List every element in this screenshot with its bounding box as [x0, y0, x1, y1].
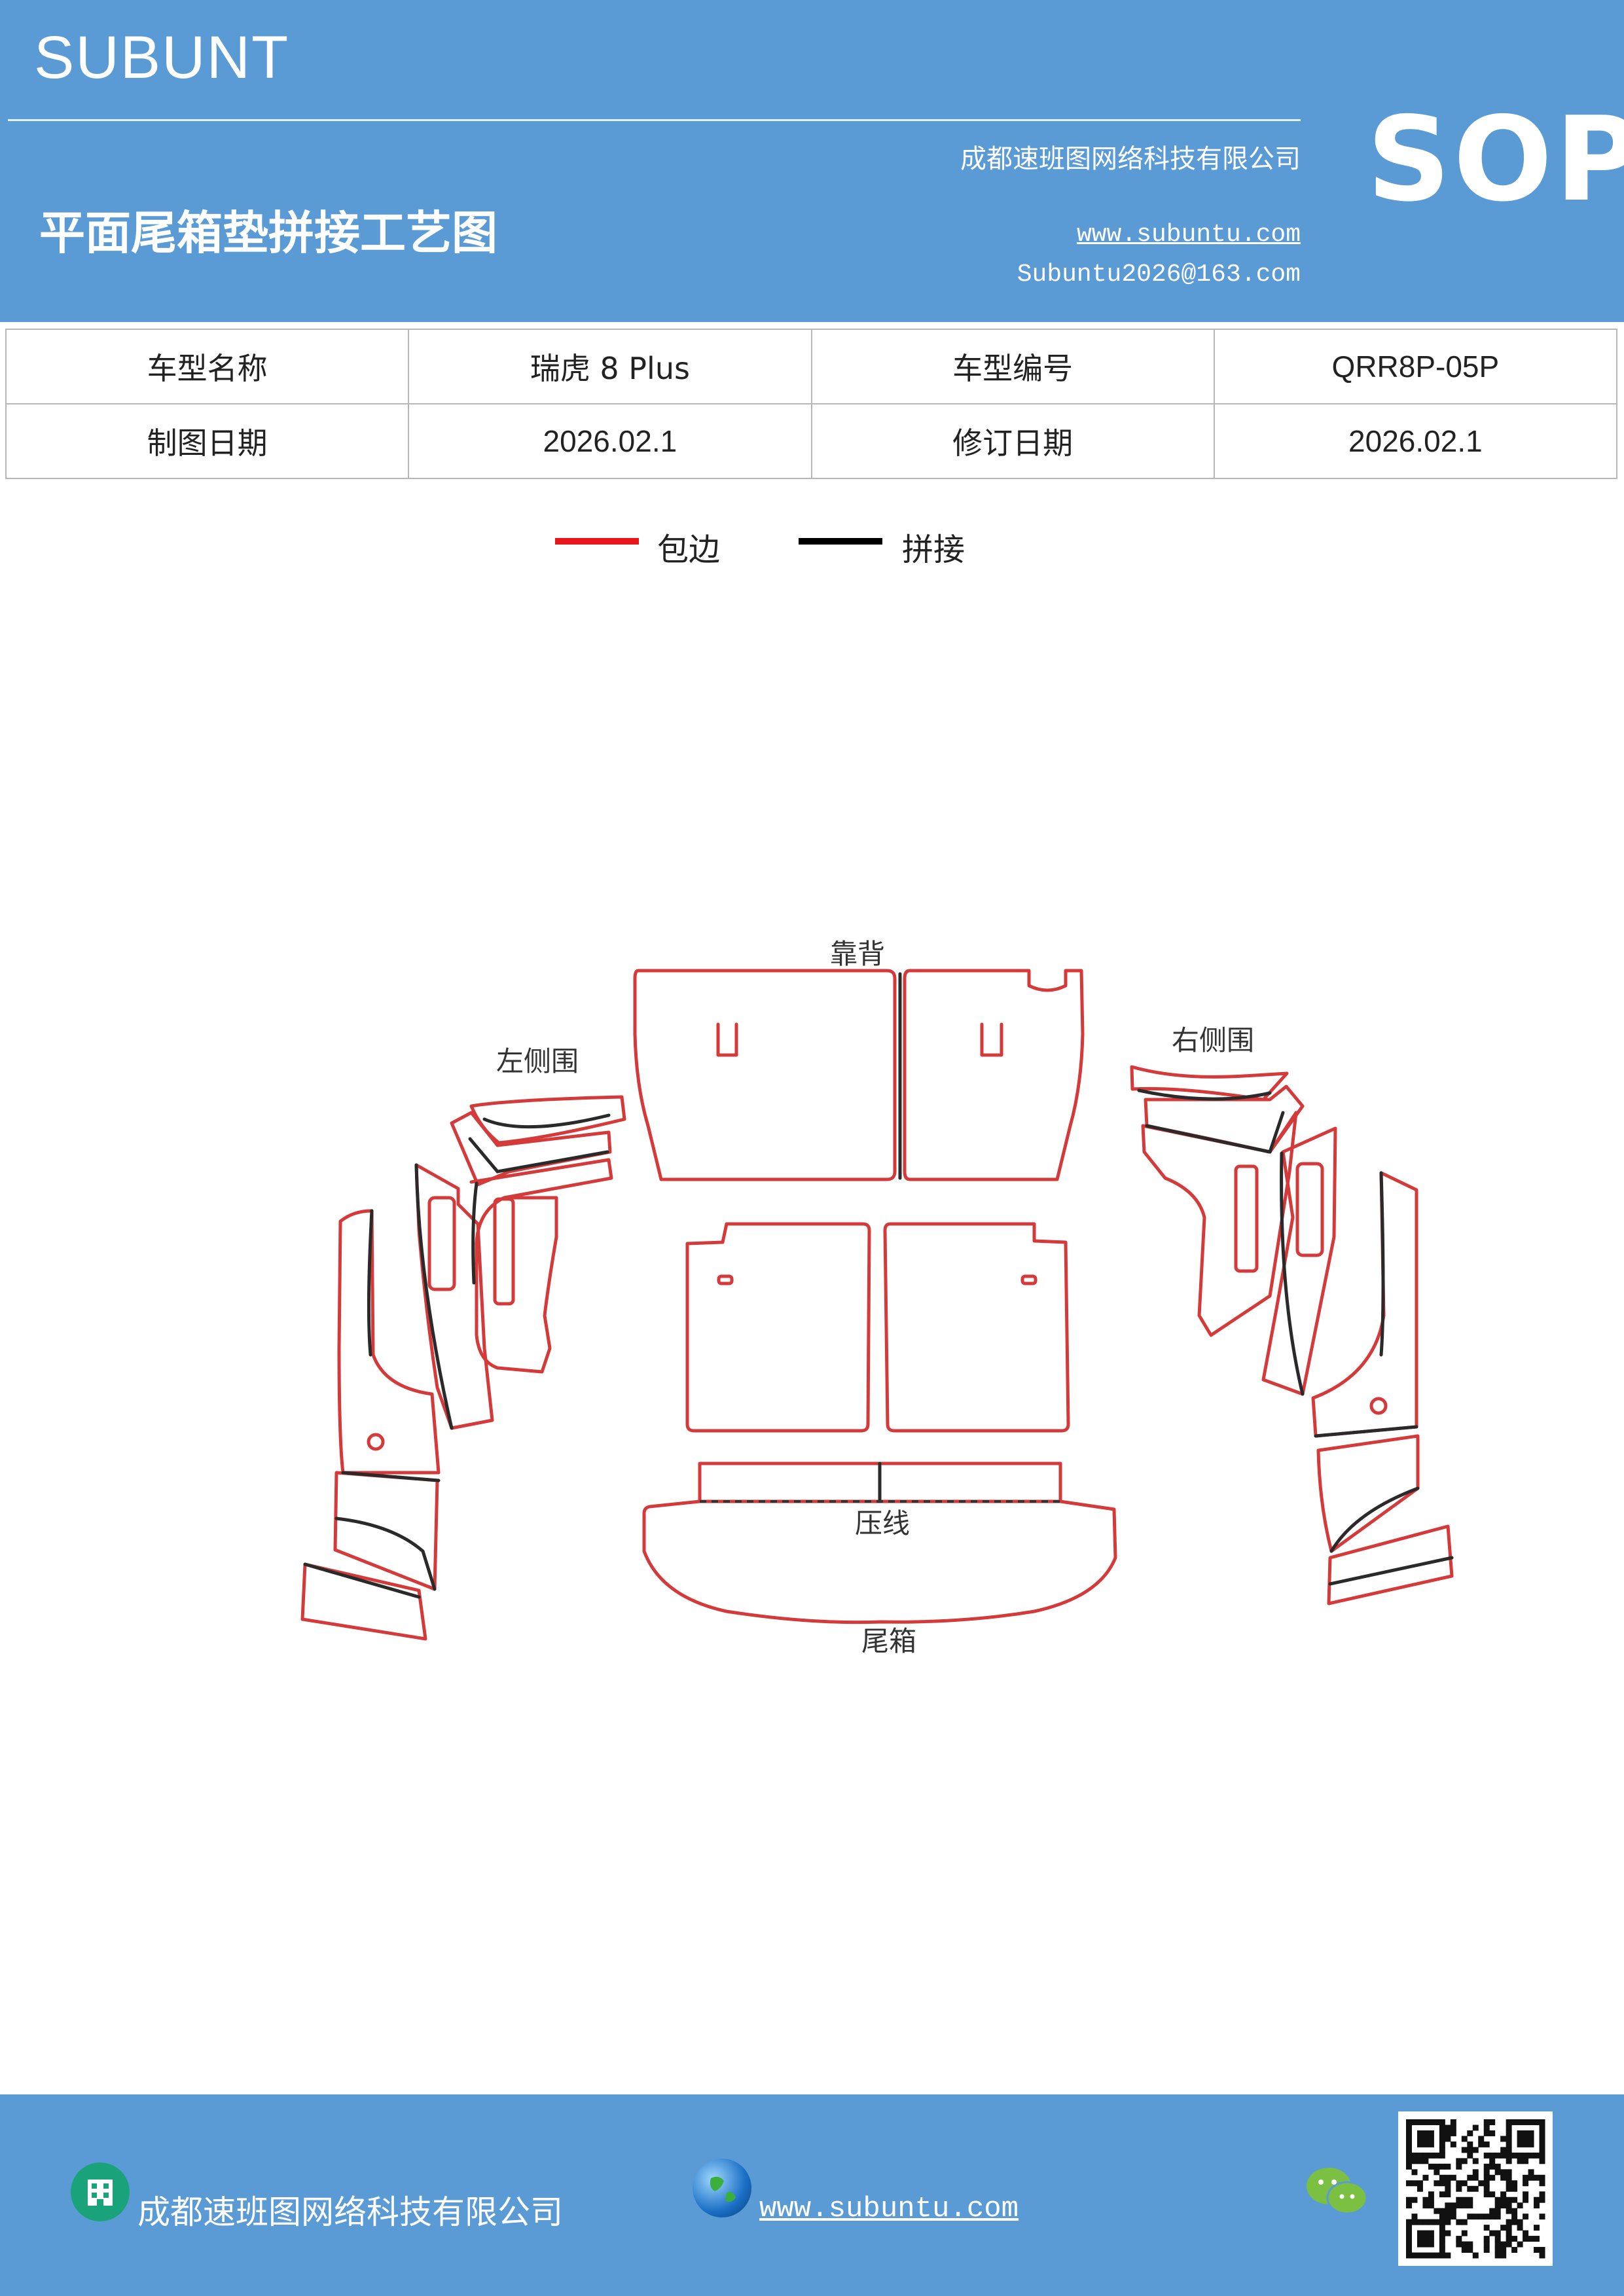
label-backrest: 靠背	[830, 938, 885, 970]
globe-icon	[693, 2159, 751, 2217]
seam-right-e	[1328, 1556, 1454, 1586]
table-cell: 车型编号	[810, 329, 1215, 404]
label-right-side: 右侧围	[1172, 1024, 1254, 1056]
building-icon	[71, 2162, 130, 2221]
crease-strip-right	[878, 1462, 1062, 1503]
info-table: 车型名称 瑞虎 8 Plus 车型编号 QRR8P-05P 制图日期 2026.…	[5, 329, 1618, 479]
left-side-slot-a	[427, 1196, 456, 1291]
legend-edge-swatch	[555, 538, 639, 545]
header-company: 成都速班图网络科技有限公司	[960, 144, 1301, 174]
left-side-hole	[367, 1433, 385, 1451]
right-side-hole	[1369, 1397, 1388, 1415]
seam-left-c	[367, 1209, 374, 1357]
footer-company: 成都速班图网络科技有限公司	[137, 2193, 563, 2231]
seam-right-mid	[1145, 1124, 1272, 1154]
wechat-icon[interactable]	[1304, 2162, 1369, 2219]
left-side-panel-a	[469, 1158, 613, 1374]
label-trunk: 尾箱	[861, 1625, 916, 1657]
table-cell: 2026.02.1	[408, 403, 812, 479]
crease-strip-left	[698, 1462, 882, 1503]
seam-right-d1	[1314, 1425, 1418, 1438]
seam-left-b	[414, 1163, 454, 1430]
seam-right-d2	[1329, 1486, 1420, 1553]
right-side-slot-a	[1234, 1164, 1259, 1273]
header-email: Subuntu2026@163.com	[1017, 260, 1301, 289]
right-side-panel-a	[1141, 1111, 1298, 1337]
seam-left-a	[471, 1181, 478, 1285]
backrest-right-notch	[980, 1022, 1003, 1057]
floor-right-slot	[1020, 1274, 1038, 1285]
table-cell: 2026.02.1	[1213, 403, 1618, 479]
legend-edge-label: 包边	[657, 531, 721, 568]
seam-right-c	[1379, 1171, 1385, 1357]
seam-right-a	[1268, 1111, 1285, 1154]
table-cell: 瑞虎 8 Plus	[408, 329, 812, 404]
right-side-slot-b	[1295, 1162, 1324, 1257]
seam-left-e	[303, 1562, 421, 1599]
qr-code	[1398, 2111, 1553, 2266]
footer-banner: 成都速班图网络科技有限公司 www.subuntu.com	[0, 2094, 1624, 2296]
left-side-panel-e	[300, 1562, 427, 1641]
label-left-side: 左侧围	[496, 1045, 579, 1077]
seam-right-b	[1280, 1151, 1305, 1396]
legend: 包边 拼接	[555, 524, 1000, 569]
floor-right-panel	[883, 1222, 1070, 1433]
seam-left-top	[482, 1113, 611, 1129]
trunk-floor-panel	[642, 1499, 1117, 1624]
right-side-panel-e	[1327, 1524, 1454, 1605]
legend-seam-swatch	[799, 538, 882, 545]
left-side-top-piece	[469, 1095, 626, 1145]
header-divider	[8, 119, 1301, 121]
header-banner: SUBUNT 成都速班图网络科技有限公司 平面尾箱垫拼接工艺图 www.subu…	[0, 0, 1624, 322]
sop-badge: SOP	[1367, 92, 1624, 227]
seam-right-top	[1137, 1088, 1272, 1101]
header-website-link[interactable]: www.subuntu.com	[1076, 221, 1301, 249]
legend-seam-label: 拼接	[902, 531, 965, 568]
right-side-panel-c	[1311, 1171, 1418, 1438]
seam-left-d1	[341, 1471, 441, 1482]
brand-name: SUBUNT	[34, 24, 290, 91]
table-cell: 车型名称	[5, 329, 410, 404]
floor-left-slot	[717, 1274, 734, 1285]
backrest-left-panel	[633, 969, 897, 1181]
backrest-left-notch	[716, 1022, 738, 1057]
table-row: 制图日期 2026.02.1 修订日期 2026.02.1	[5, 403, 1618, 479]
seam-left-mid	[468, 1137, 609, 1174]
backrest-right-panel	[903, 969, 1085, 1181]
table-row: 车型名称 瑞虎 8 Plus 车型编号 QRR8P-05P	[5, 329, 1618, 404]
table-cell: 制图日期	[5, 403, 410, 479]
page-title: 平面尾箱垫拼接工艺图	[39, 206, 497, 260]
table-cell: QRR8P-05P	[1213, 329, 1618, 404]
left-side-slot-b	[493, 1197, 515, 1306]
left-side-mid-piece	[450, 1111, 612, 1187]
table-cell: 修订日期	[810, 403, 1215, 479]
seam-left-d2	[334, 1516, 437, 1591]
label-crease: 压线	[855, 1507, 910, 1539]
left-side-panel-c	[337, 1209, 441, 1475]
floor-left-panel	[685, 1222, 871, 1433]
footer-website-link[interactable]: www.subuntu.com	[759, 2193, 1019, 2225]
